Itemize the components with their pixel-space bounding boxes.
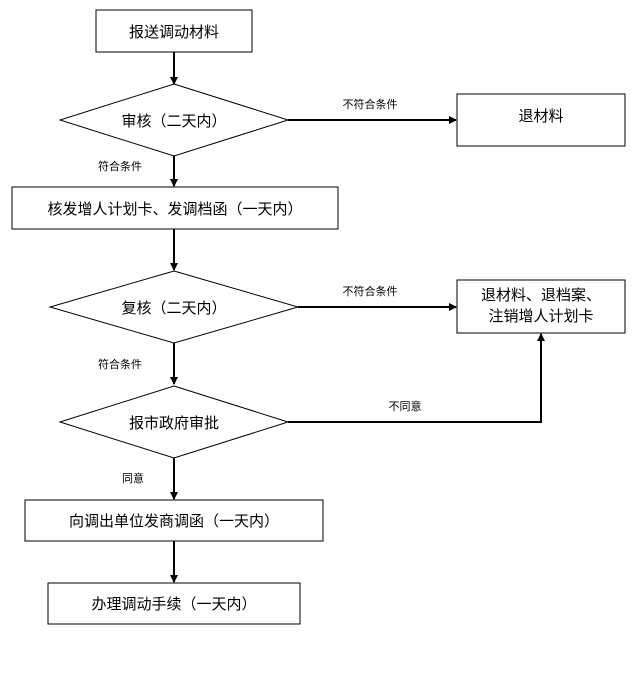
review-label: 审核（二天内） bbox=[121, 112, 226, 130]
edge-gov-reject bbox=[288, 333, 545, 423]
return-all-label-line2: 注销增人计划卡 bbox=[488, 307, 593, 325]
issue-card-box bbox=[11, 186, 339, 230]
review-reject-label: 不符合条件 bbox=[343, 97, 398, 111]
return-materials-box bbox=[456, 93, 626, 147]
gov-accept-label: 同意 bbox=[122, 471, 144, 485]
review-accept-label: 符合条件 bbox=[98, 159, 142, 173]
submit-materials-box bbox=[95, 9, 253, 53]
recheck-reject-label: 不符合条件 bbox=[343, 284, 398, 298]
submit-materials-label: 报送调动材料 bbox=[129, 23, 219, 41]
return-all-box bbox=[456, 279, 626, 334]
process-box bbox=[47, 582, 301, 625]
send-letter-label: 向调出单位发商调函（一天内） bbox=[69, 512, 279, 530]
issue-card-label: 核发增人计划卡、发调档函（一天内） bbox=[47, 200, 302, 218]
process-label: 办理调动手续（一天内） bbox=[91, 595, 256, 613]
gov-approval-label: 报市政府审批 bbox=[129, 414, 219, 432]
return-all-label-line1: 退材料、退档案、 bbox=[481, 286, 601, 304]
gov-reject-label: 不同意 bbox=[389, 399, 422, 413]
recheck-accept-label: 符合条件 bbox=[98, 357, 142, 371]
recheck-label: 复核（二天内） bbox=[121, 299, 226, 317]
return-materials-label: 退材料 bbox=[518, 107, 563, 125]
send-letter-box bbox=[24, 499, 324, 542]
